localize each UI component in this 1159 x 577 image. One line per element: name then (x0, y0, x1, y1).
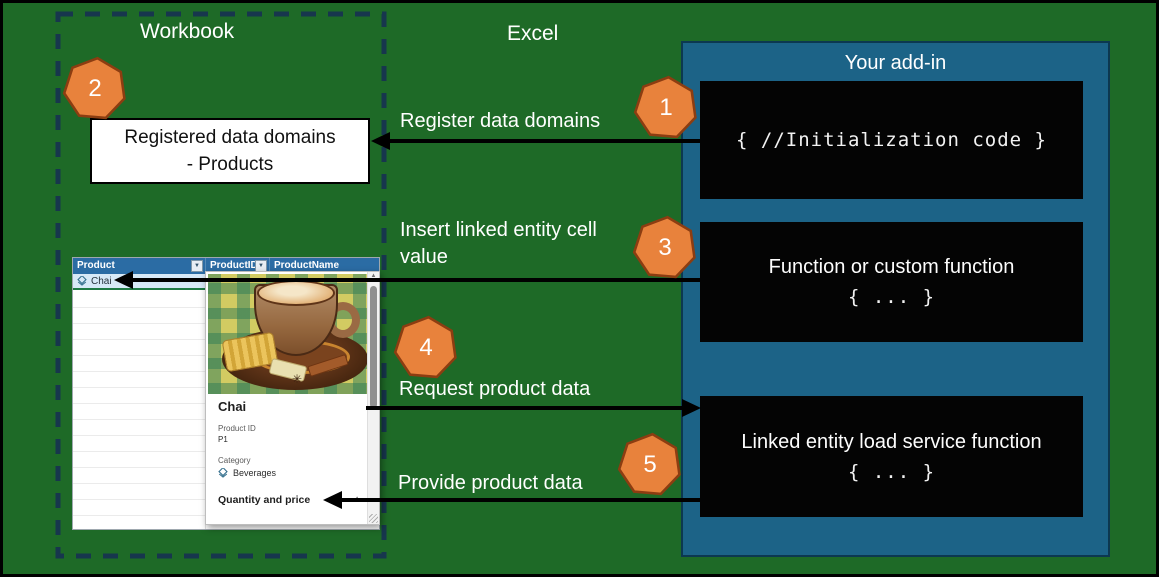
registered-domains-box: Registered data domains - Products (90, 118, 370, 184)
function-box-title: Function or custom function (768, 256, 1015, 278)
request-arrowhead-icon (682, 399, 701, 417)
function-box-code: { ... } (847, 286, 936, 308)
insert-arrow (130, 278, 700, 282)
init-code-box: { //Initialization code } (700, 81, 1083, 199)
provide-arrowhead-icon (323, 491, 342, 509)
column-header-productid-label: ProductID (210, 260, 258, 271)
column-header-productname-label: ProductName (274, 260, 340, 271)
card-category-label: Category (218, 456, 251, 465)
provide-flow-label: Provide product data (398, 472, 583, 494)
provide-arrow (340, 498, 700, 502)
step-2-number: 2 (88, 75, 102, 102)
card-title: Chai (218, 399, 247, 414)
step-4-number: 4 (419, 334, 433, 361)
step-1-number: 1 (659, 94, 673, 121)
card-category-value: Beverages (233, 468, 277, 478)
scroll-up-icon: ▲ (370, 273, 377, 279)
column-header-product: Product ▼ (73, 258, 206, 274)
request-flow-label: Request product data (399, 378, 591, 400)
table-header-row: Product ▼ ProductID ▼ ProductName (73, 258, 379, 274)
card-category-row: Beverages (218, 468, 276, 478)
photo-star-anise: ✳ (292, 372, 303, 386)
photo-tea (257, 280, 335, 306)
workbook-dashed-border (55, 11, 387, 559)
step-1-badge: 1 (633, 74, 699, 140)
linked-entity-icon (77, 276, 87, 286)
filter-dropdown-icon: ▼ (191, 260, 203, 272)
card-section-header: Quantity and price (218, 494, 311, 506)
step-3-badge: 3 (632, 214, 698, 280)
step-5-badge: 5 (617, 431, 683, 497)
step-4-badge: 4 (393, 314, 459, 380)
addin-label: Your add-in (844, 52, 947, 74)
load-service-box-code: { ... } (847, 460, 936, 483)
init-code-text: { //Initialization code } (736, 129, 1047, 151)
register-arrowhead-icon (371, 132, 390, 150)
linked-entity-icon (218, 468, 228, 478)
resize-grip-icon (369, 514, 378, 523)
card-scrollbar: ▲ (367, 272, 379, 524)
function-box: Function or custom function { ... } (700, 222, 1083, 342)
load-service-box-title: Linked entity load service function (741, 430, 1042, 453)
workbook-label: Workbook (140, 20, 235, 43)
card-productid-value: P1 (218, 435, 228, 444)
insert-arrowhead-icon (114, 271, 133, 289)
column-header-productid: ProductID ▼ (206, 258, 270, 274)
column-header-productname: ProductName (270, 258, 379, 274)
step-5-number: 5 (643, 451, 657, 478)
insert-flow-label: Insert linked entity cell value (400, 219, 597, 268)
card-productid-label: Product ID (218, 424, 256, 433)
excel-label: Excel (507, 22, 559, 45)
registered-domains-line1: Registered data domains (124, 127, 336, 148)
request-arrow (366, 406, 683, 410)
step-3-number: 3 (658, 234, 672, 261)
registered-domains-line2: - Products (186, 154, 274, 175)
register-flow-label: Register data domains (400, 110, 601, 132)
load-service-box: Linked entity load service function { ..… (700, 396, 1083, 517)
cell-chai: Chai (91, 275, 112, 287)
product-data-card: ✳ Chai Product ID P1 Category Beverages … (205, 271, 380, 525)
register-arrow (388, 139, 700, 143)
column-header-product-label: Product (77, 260, 115, 271)
step-2-badge: 2 (62, 55, 128, 121)
chai-photo: ✳ (208, 274, 379, 394)
scrollbar-thumb (370, 286, 377, 408)
